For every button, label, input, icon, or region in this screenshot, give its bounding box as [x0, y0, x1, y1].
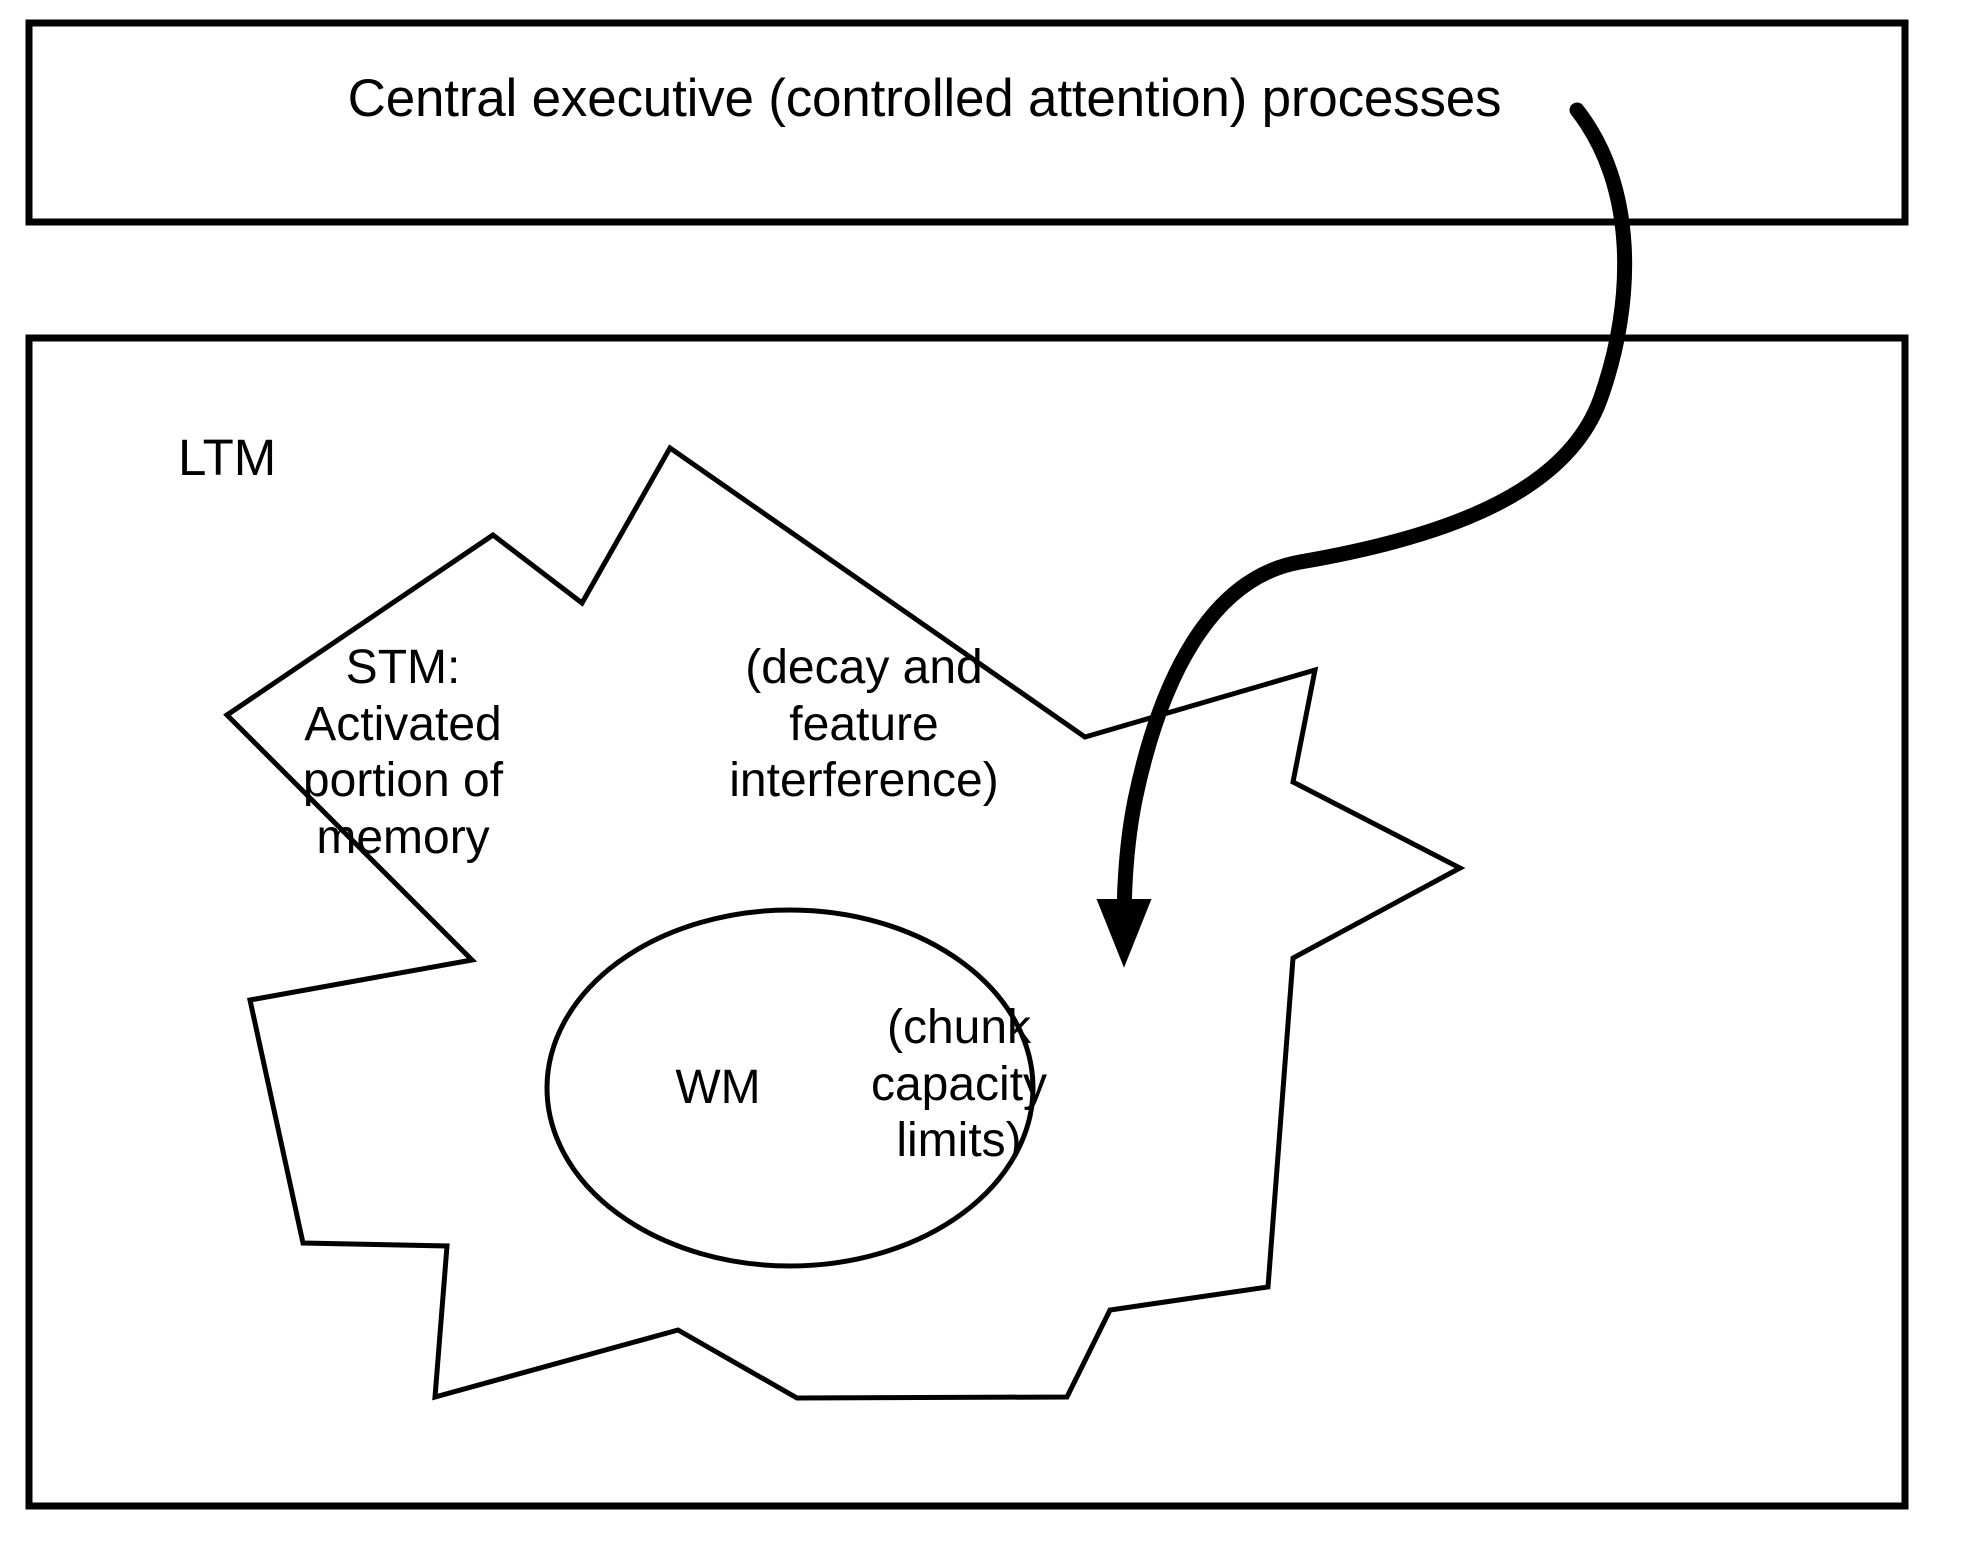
chunk-capacity-limits-label: (chunk capacity limits) [870, 1001, 1048, 1168]
decay-and-feature-interference-label: (decay and feature interference) [729, 641, 999, 808]
stm-label: STM: Activated portion of memory [302, 641, 504, 864]
curved-arrow-path [1116, 102, 1633, 933]
wm-ellipse-shape [544, 907, 1036, 1269]
ltm-label: LTM [178, 429, 277, 486]
central-executive-label: Central executive (controlled attention)… [347, 69, 1502, 128]
arrow-head-icon [1096, 899, 1152, 968]
wm-label: WM [675, 1061, 761, 1114]
